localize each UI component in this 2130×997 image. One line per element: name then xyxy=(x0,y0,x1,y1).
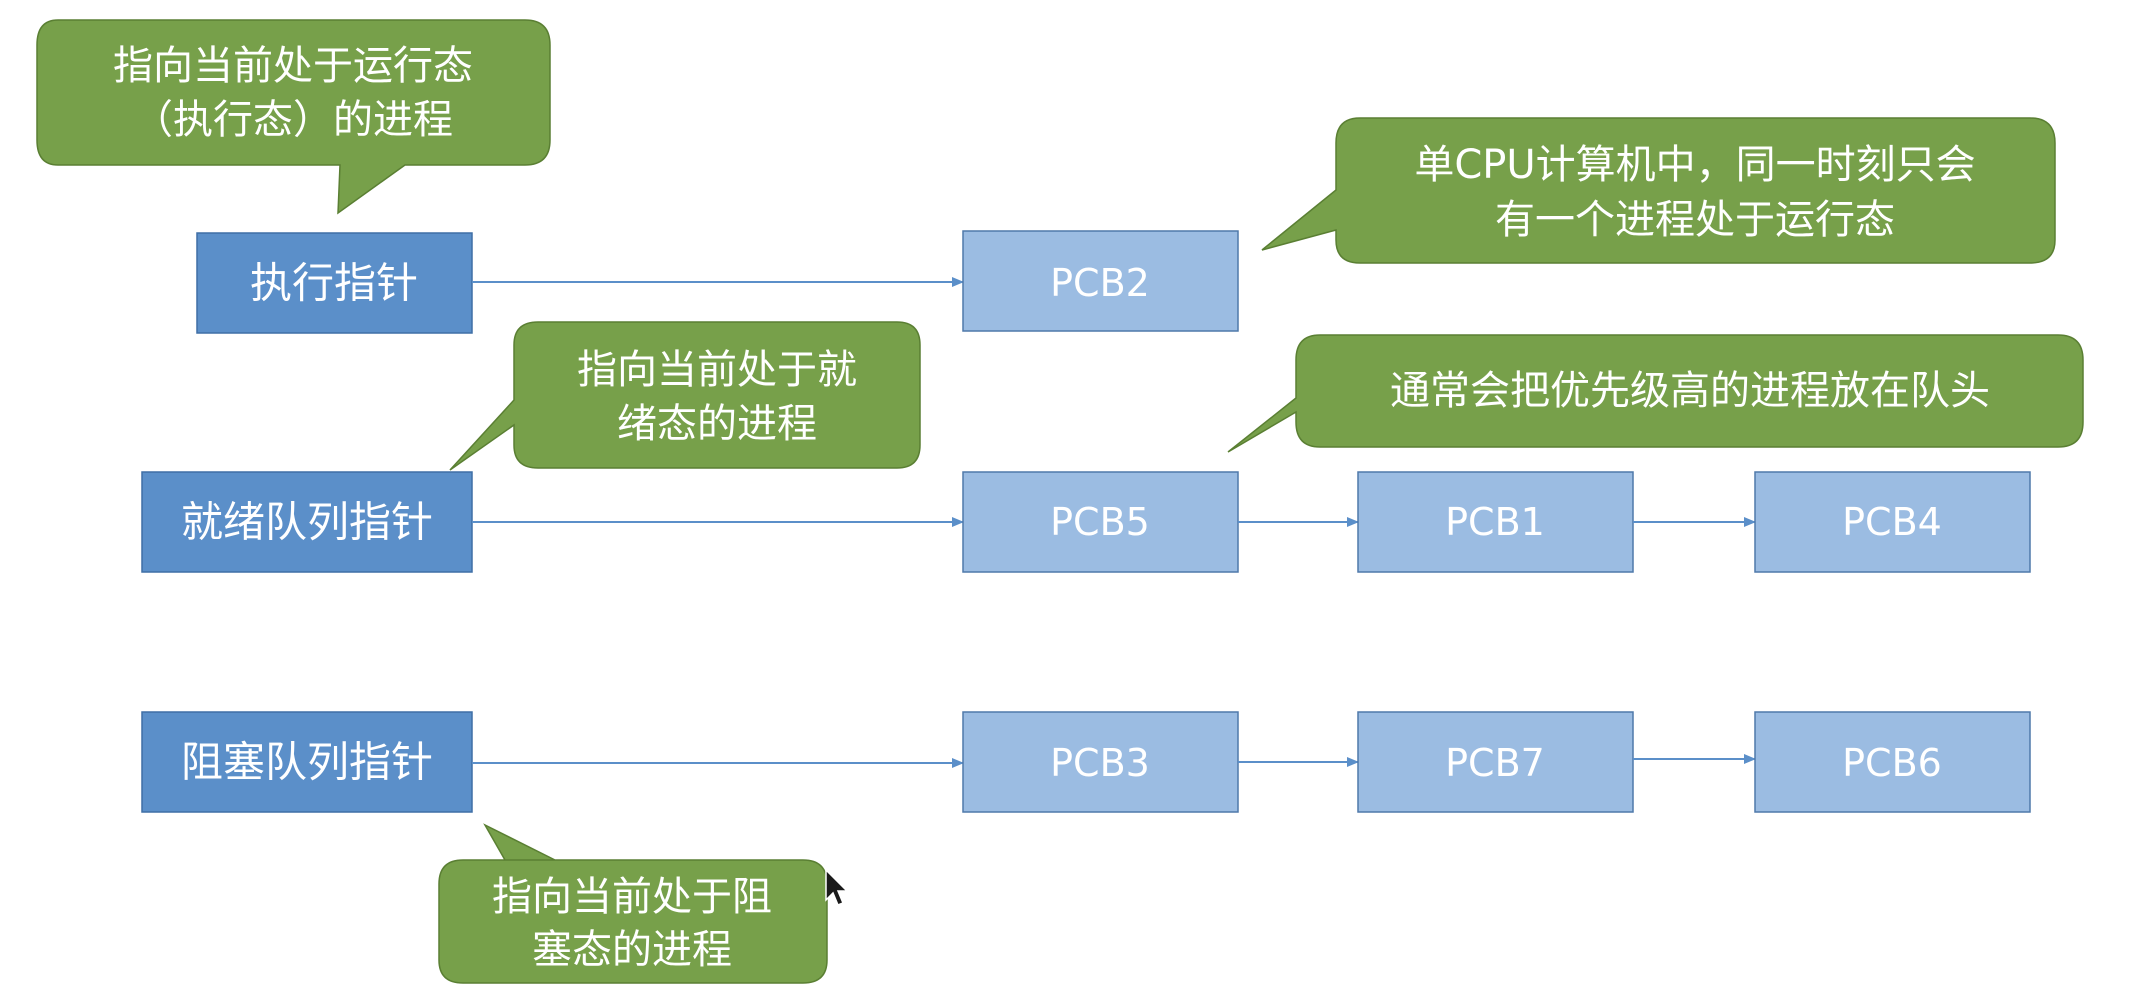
ready-pcb-1-label: PCB1 xyxy=(1445,500,1545,544)
callout-blocked-line-1: 指向当前处于阻 xyxy=(492,874,772,920)
callout-blocked-line-2: 塞态的进程 xyxy=(532,927,732,973)
blocked-pcb-1-label: PCB7 xyxy=(1445,741,1545,785)
blocked-pcb-0: PCB3 xyxy=(962,711,1239,813)
ready-pcb-2-label: PCB4 xyxy=(1842,500,1942,544)
exec-pointer: 执行指针 xyxy=(196,232,473,334)
ready-pcb-0-label: PCB5 xyxy=(1050,500,1150,544)
callout-exec-line-1: 指向当前处于运行态 xyxy=(113,43,473,89)
blocked-pcb-1: PCB7 xyxy=(1357,711,1634,813)
ready-pcb-0: PCB5 xyxy=(962,471,1239,573)
callout-ready-line-1: 指向当前处于就 xyxy=(577,347,857,393)
blocked-pcb-0-label: PCB3 xyxy=(1050,741,1150,785)
blocked-pcb-2-label: PCB6 xyxy=(1842,741,1942,785)
callout-priority: 通常会把优先级高的进程放在队头 xyxy=(1227,334,2084,453)
callout-ready-line-2: 绪态的进程 xyxy=(617,401,817,447)
blocked-pcb-2: PCB6 xyxy=(1754,711,2031,813)
pcb-running: PCB2 xyxy=(962,230,1239,332)
blocked-pointer: 阻塞队列指针 xyxy=(141,711,473,813)
ready-pcb-2: PCB4 xyxy=(1754,471,2031,573)
callout-single-cpu-line-1: 单CPU计算机中，同一时刻只会 xyxy=(1414,142,1975,188)
mouse-cursor-icon xyxy=(825,868,849,906)
callout-exec-line-2: （执行态）的进程 xyxy=(133,97,453,143)
pcb-running-label: PCB2 xyxy=(1050,261,1150,305)
callout-priority-line-1: 通常会把优先级高的进程放在队头 xyxy=(1390,368,1990,414)
blocked-pointer-label: 阻塞队列指针 xyxy=(181,738,433,787)
callout-blocked: 指向当前处于阻 塞态的进程 xyxy=(438,823,828,984)
callout-exec: 指向当前处于运行态 （执行态）的进程 xyxy=(36,19,551,215)
callout-ready: 指向当前处于就 绪态的进程 xyxy=(449,321,921,471)
callout-single-cpu: 单CPU计算机中，同一时刻只会 有一个进程处于运行态 xyxy=(1261,117,2056,264)
ready-pcb-1: PCB1 xyxy=(1357,471,1634,573)
callout-single-cpu-line-2: 有一个进程处于运行态 xyxy=(1495,197,1895,243)
ready-pointer-label: 就绪队列指针 xyxy=(181,498,433,547)
exec-pointer-label: 执行指针 xyxy=(250,259,418,308)
ready-pointer: 就绪队列指针 xyxy=(141,471,473,573)
